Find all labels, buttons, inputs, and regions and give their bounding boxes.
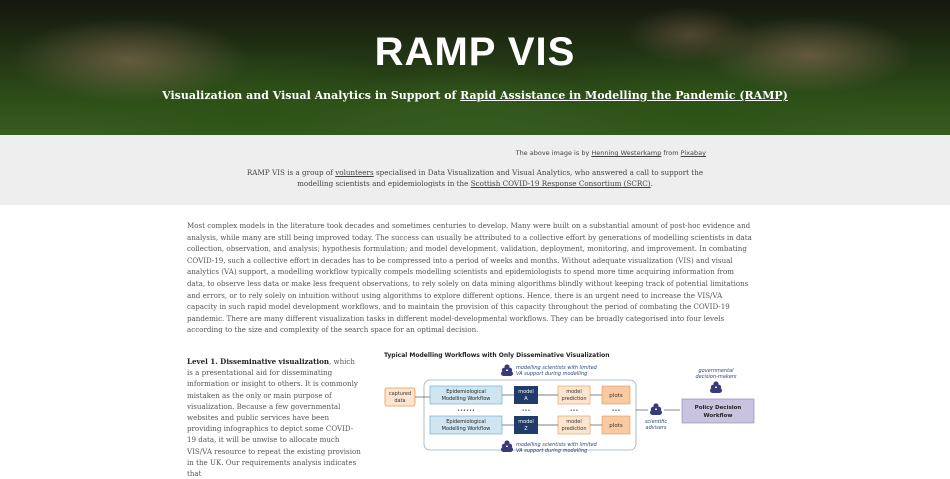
image-credit: The above image is by Henning Westerkamp… [516, 149, 706, 157]
plots-1-label: plots [609, 393, 623, 399]
diagram-title: Typical Modelling Workflows with Only Di… [384, 352, 610, 359]
credit-middle: from [661, 149, 681, 157]
about-part3: . [650, 179, 653, 188]
model-z-box [514, 416, 538, 434]
model-a-label-2: A [524, 396, 528, 402]
captured-data-label-2: data [394, 398, 405, 404]
volunteers-link[interactable]: volunteers [335, 168, 374, 177]
hero-banner: RAMP VIS Visualization and Visual Analyt… [0, 0, 950, 135]
workflow-frame [423, 379, 637, 451]
hero-subtitle-text: Visualization and Visual Analytics in Su… [162, 89, 461, 102]
author-link[interactable]: Henning Westerkamp [591, 149, 662, 157]
about-text: RAMP VIS is a group of volunteers specia… [240, 167, 710, 189]
top-note-2: VA support during modelling [516, 371, 587, 377]
hero-subtitle: Visualization and Visual Analytics in Su… [0, 89, 950, 102]
bottom-note-1: modelling scientists with limited [516, 442, 598, 448]
workflow-1-label-1: Epidemiological [446, 389, 486, 395]
people-icon [501, 364, 513, 376]
captured-data-label-1: captured [389, 391, 411, 397]
ellipsis-2: ••• [522, 408, 531, 414]
model-z-label-2: Z [524, 426, 528, 432]
plots-2-label: plots [609, 423, 623, 429]
prediction-2-label-1: model [566, 419, 582, 425]
about-part1: RAMP VIS is a group of [246, 168, 336, 177]
advisers-label-1: scientific [645, 419, 668, 425]
gov-label-2: decision-makers [696, 374, 737, 380]
gov-label-1: governmental [698, 368, 734, 374]
page-title: RAMP VIS [374, 30, 576, 74]
workflow-1-label-2: Modelling Workflow [442, 396, 491, 402]
info-band: The above image is by Henning Westerkamp… [0, 135, 950, 205]
top-note-1: modelling scientists with limited [516, 365, 598, 371]
policy-label-1: Policy Decision [695, 405, 742, 411]
advisers-label-2: advisers [646, 425, 667, 431]
prediction-2-label-2: prediction [561, 426, 586, 432]
workflow-2-label-1: Epidemiological [446, 419, 486, 425]
flow-arrows [415, 394, 680, 426]
workflow-2-label-2: Modelling Workflow [442, 426, 491, 432]
ellipsis-3: ••• [570, 408, 579, 414]
policy-box [681, 398, 755, 424]
bottom-note-2: VA support during modelling [516, 448, 587, 454]
ramp-link[interactable]: Rapid Assistance in Modelling the Pandem… [460, 89, 788, 102]
ellipsis-4: ••• [612, 408, 621, 414]
gov-people-icon [710, 381, 722, 393]
model-a-label-1: model [518, 389, 534, 395]
credit-prefix: The above image is by [515, 149, 592, 157]
model-z-label-1: model [518, 419, 534, 425]
prediction-1-label-1: model [566, 389, 582, 395]
ellipsis-1: •••••• [457, 408, 475, 414]
intro-paragraph: Most complex models in the literature to… [187, 221, 752, 335]
prediction-1-label-2: prediction [561, 396, 586, 402]
model-a-box [514, 386, 538, 404]
policy-label-2: Workflow [704, 413, 733, 419]
people-icon-bottom [501, 440, 513, 452]
level1-heading: Level 1. Disseminative visualization [187, 357, 329, 366]
pixabay-link[interactable]: Pixabay [680, 149, 706, 157]
workflow-diagram: modelling scientists with limited VA sup… [384, 364, 755, 454]
level1-paragraph: Level 1. Disseminative visualization, wh… [187, 356, 362, 479]
scrc-link[interactable]: Scottish COVID-19 Response Consortium (S… [470, 179, 651, 188]
about-part2: specialised in Data Visualization and Vi… [297, 168, 704, 188]
advisers-icon [650, 403, 662, 415]
